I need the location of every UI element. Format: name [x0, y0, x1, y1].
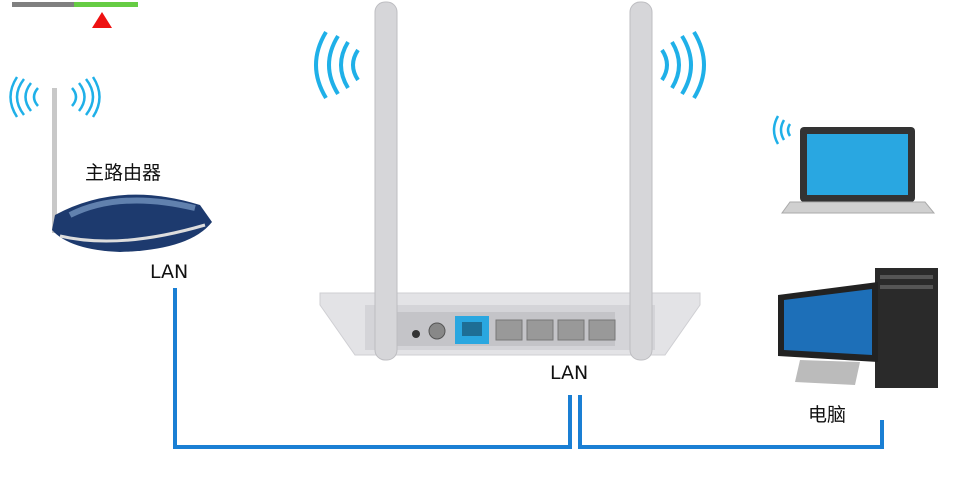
computer-label: 电脑	[808, 404, 847, 426]
secondary-router-lan-label: LAN	[550, 362, 589, 384]
slider-marker-icon[interactable]	[92, 12, 112, 28]
cable-secondary-to-pc	[578, 395, 884, 449]
wifi-signal-icon	[9, 76, 101, 118]
slider-track-rest	[74, 2, 138, 7]
wifi-signal-icon	[772, 115, 792, 145]
secondary-router-icon	[319, 1, 701, 361]
main-router-label: 主路由器	[85, 162, 162, 184]
desktop-computer-icon	[778, 268, 938, 388]
main-router-lan-label: LAN	[150, 261, 189, 283]
cable-main-to-secondary	[173, 288, 572, 449]
slider-track-done	[12, 2, 74, 7]
laptop-icon	[781, 127, 936, 214]
wifi-signal-icon	[314, 30, 706, 100]
progress-slider[interactable]	[12, 2, 138, 28]
main-router-icon	[52, 88, 212, 252]
